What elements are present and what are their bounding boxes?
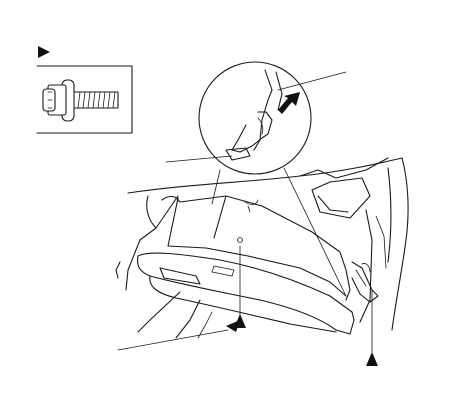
- legend-frame: [36, 65, 133, 134]
- fastener-markers: [117, 245, 378, 366]
- flange-bolt-icon: [42, 79, 119, 122]
- callout-leader: [165, 155, 233, 163]
- detail-magnifier: [165, 61, 347, 297]
- small-arrow-icon: [226, 320, 240, 332]
- push-arrow-icon: [278, 92, 300, 114]
- fastener-legend: [36, 46, 133, 134]
- triangle-marker-icon: [38, 46, 50, 58]
- triangle-marker-icon: [366, 352, 378, 366]
- callout-leader: [277, 71, 347, 91]
- callout-leader: [117, 329, 229, 351]
- dashboard-structure: [127, 157, 409, 331]
- screw-hole: [237, 237, 243, 243]
- glove-box: [115, 195, 379, 339]
- detail-circle: [198, 61, 312, 175]
